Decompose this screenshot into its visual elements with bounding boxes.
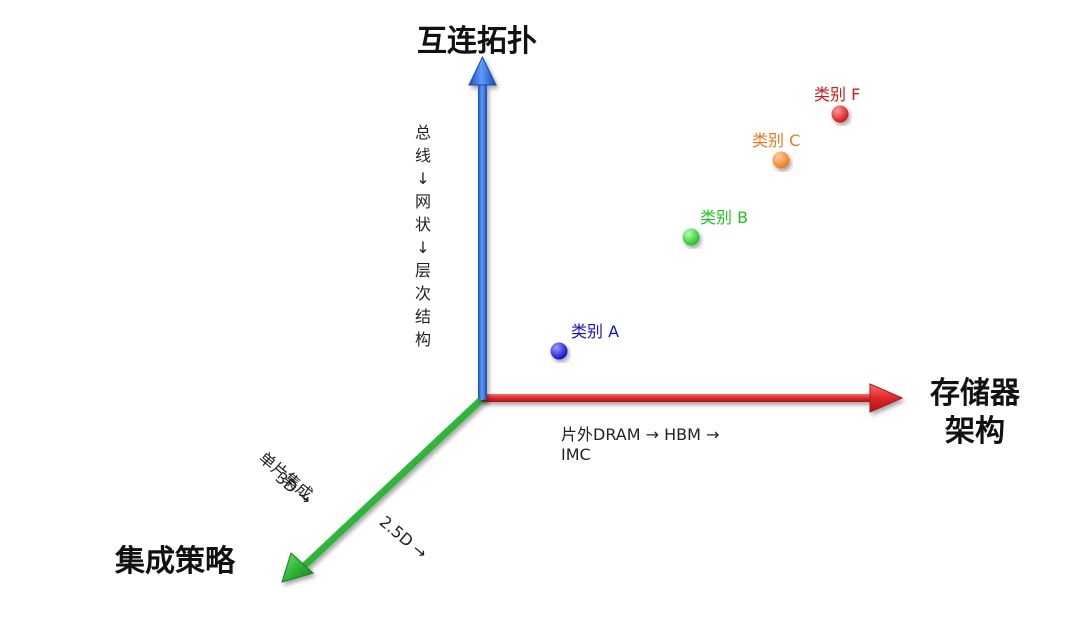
point-f-label: 类别 F <box>814 85 861 104</box>
diagonal-axis-title: 集成策略 <box>115 544 235 579</box>
vertical-axis-title: 互连拓扑 <box>417 24 537 59</box>
point-c-marker <box>772 151 790 169</box>
horizontal-axis-title-line1: 存储器 <box>930 376 1020 411</box>
point-b-marker <box>682 228 700 246</box>
horizontal-axis-title-line2: 架构 <box>945 414 1005 449</box>
point-a-marker <box>550 342 568 360</box>
point-f-marker <box>831 105 849 123</box>
vertical-axis-description: 总线↓网状↓层次结构 <box>414 123 431 349</box>
point-a-label: 类别 A <box>571 322 620 341</box>
point-c-label: 类别 C <box>752 131 801 150</box>
horizontal-axis-description-line2: IMC <box>561 445 591 464</box>
vertical-axis <box>468 55 497 400</box>
point-b-label: 类别 B <box>700 208 749 227</box>
horizontal-axis <box>481 383 904 413</box>
horizontal-axis-description-line1: 片外DRAM → HBM → <box>561 425 720 444</box>
diagonal-axis <box>281 394 487 583</box>
